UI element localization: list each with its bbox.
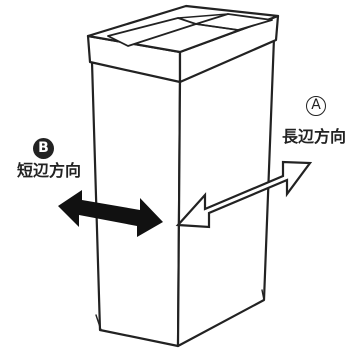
label-a-badge: A bbox=[306, 96, 326, 116]
arrow-b-short-side bbox=[58, 190, 163, 237]
label-b-text: 短辺方向 bbox=[17, 161, 82, 180]
label-b-badge: B bbox=[33, 138, 54, 159]
label-a-text: 長辺方向 bbox=[282, 127, 347, 146]
trash-bin bbox=[86, 4, 280, 348]
arrow-a-long-side bbox=[175, 160, 313, 229]
